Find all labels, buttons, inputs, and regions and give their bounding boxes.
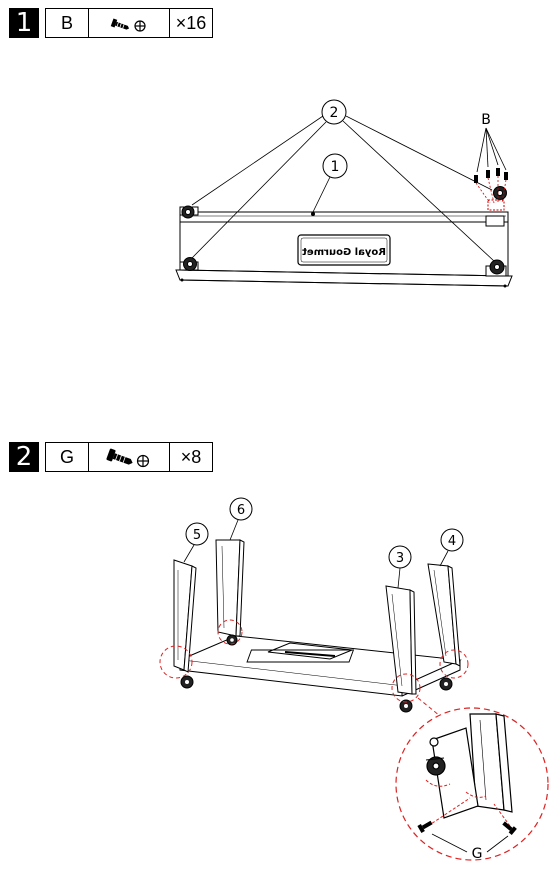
callout-5: 5 xyxy=(183,522,209,563)
detail-circle xyxy=(217,619,243,645)
step-number: 1 xyxy=(9,8,39,38)
detail-circle xyxy=(159,645,193,679)
caster-wheel xyxy=(179,205,199,219)
caster-wheel xyxy=(439,677,453,691)
quantity: ×16 xyxy=(175,12,207,33)
caster-wheel xyxy=(179,257,199,271)
svg-text:2: 2 xyxy=(330,105,339,121)
screw-small-icon xyxy=(89,9,170,37)
svg-text:6: 6 xyxy=(237,503,245,518)
screw-b-group xyxy=(474,168,508,183)
base-panel xyxy=(178,635,462,697)
screw-large-icon xyxy=(89,443,170,471)
svg-text:B: B xyxy=(481,112,491,128)
label-g: G xyxy=(472,846,483,862)
caster-wheel xyxy=(399,699,413,713)
callout-3: 3 xyxy=(388,545,412,589)
label-b: B xyxy=(476,112,507,173)
leg-3 xyxy=(385,585,417,695)
callout-4: 4 xyxy=(439,528,464,567)
parts-box: B ×16 xyxy=(45,8,213,38)
svg-text:1: 1 xyxy=(331,159,340,175)
zoom-detail: G xyxy=(395,707,549,862)
leg-5 xyxy=(173,559,197,673)
logo-plate xyxy=(267,642,353,660)
part-letter: G xyxy=(46,443,89,471)
part-letter: B xyxy=(46,9,89,37)
callout-2: 2 xyxy=(321,99,347,125)
svg-text:3: 3 xyxy=(396,551,404,566)
detail-circle xyxy=(439,649,469,679)
detail-circle xyxy=(391,673,421,703)
leg-6 xyxy=(215,539,245,637)
parts-box: G ×8 xyxy=(45,442,213,472)
svg-text:5: 5 xyxy=(193,528,201,543)
logo-text: Royal Gourmet xyxy=(302,247,386,258)
quantity: ×8 xyxy=(180,446,202,467)
caster-wheel xyxy=(485,259,507,277)
caster-wheel xyxy=(180,675,194,689)
screw-g xyxy=(417,820,517,835)
callout-6: 6 xyxy=(229,497,253,541)
svg-text:4: 4 xyxy=(448,534,456,549)
logo-plate: Royal Gourmet xyxy=(297,234,391,266)
step-number: 2 xyxy=(9,442,39,472)
leg-4 xyxy=(427,563,461,667)
caster-wheel xyxy=(226,634,238,646)
step-2-header: 2 G ×8 xyxy=(9,442,213,472)
callout-1: 1 xyxy=(312,153,348,213)
step-1-header: 1 B ×16 xyxy=(9,8,213,38)
